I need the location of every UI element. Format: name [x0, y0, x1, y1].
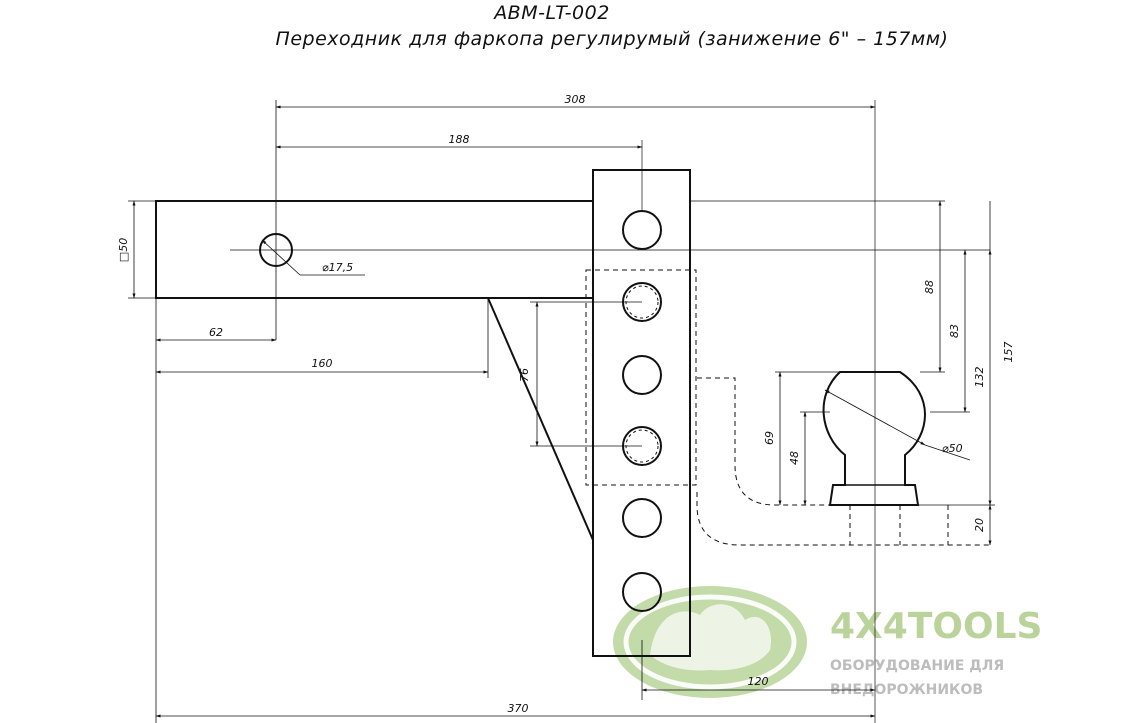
- dim-370: 370: [508, 702, 529, 715]
- dim-69: 69: [763, 431, 776, 445]
- plate-hole: [622, 210, 662, 250]
- dim-132: 132: [973, 367, 986, 388]
- watermark-line2: ВНЕДОРОЖНИКОВ: [830, 682, 983, 698]
- dim-50-square: □50: [117, 238, 130, 262]
- dim-120: 120: [748, 675, 769, 688]
- dim-83: 83: [948, 324, 961, 338]
- dim-62: 62: [209, 326, 223, 339]
- dim-88: 88: [923, 280, 936, 294]
- plate-hole: [622, 498, 662, 538]
- dim-160: 160: [312, 357, 333, 370]
- plate-hole: [622, 572, 662, 612]
- dim-157: 157: [1002, 342, 1015, 363]
- shank-tube: [155, 200, 594, 299]
- hidden-clamp: [585, 269, 697, 486]
- dim-188: 188: [449, 133, 470, 146]
- plate-hole: [622, 355, 662, 395]
- dim-hole-17-5: ⌀17,5: [322, 261, 353, 274]
- watermark-line1: ОБОРУДОВАНИЕ ДЛЯ: [830, 658, 1004, 674]
- dim-ball-50: ⌀50: [942, 442, 963, 455]
- drawing-description: Переходник для фаркопа регулирумый (зани…: [275, 28, 949, 50]
- dim-76: 76: [518, 368, 531, 382]
- dimension-lines: [128, 100, 995, 723]
- dim-308: 308: [565, 93, 586, 106]
- technical-drawing: 4X4TOOLS ОБОРУДОВАНИЕ ДЛЯ ВНЕДОРОЖНИКОВ: [117, 93, 1042, 723]
- watermark-brand: 4X4TOOLS: [830, 606, 1042, 647]
- dim-20: 20: [973, 518, 986, 532]
- gusset-line: [487, 297, 594, 541]
- vertical-plate: [592, 169, 691, 657]
- drawing-model-number: ABM-LT-002: [494, 2, 610, 24]
- watermark-logo: [613, 586, 807, 698]
- dim-48: 48: [788, 451, 801, 465]
